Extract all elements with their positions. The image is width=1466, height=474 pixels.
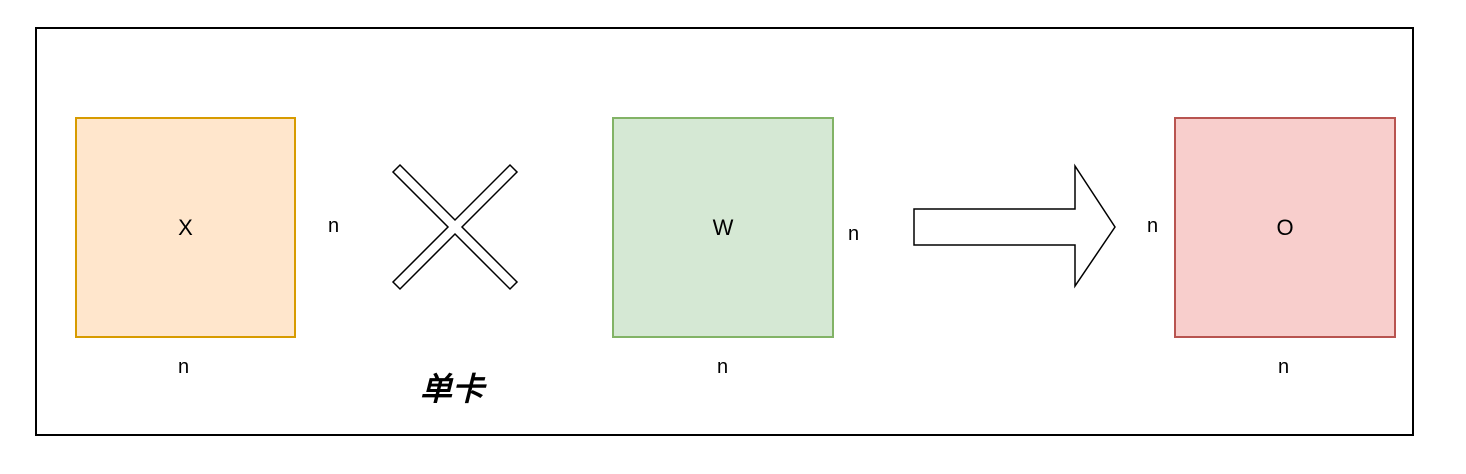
matrix-o: O (1174, 117, 1396, 338)
matrix-x-side-dim: n (328, 215, 340, 237)
matrix-o-side-dim: n (1147, 215, 1159, 237)
diagram-frame (35, 27, 1414, 436)
matrix-x: X (75, 117, 296, 338)
matrix-x-bottom-dim: n (178, 356, 190, 378)
matrix-w: W (612, 117, 834, 338)
multiply-cross-icon (391, 163, 519, 291)
matrix-o-bottom-dim: n (1278, 356, 1290, 378)
matrix-x-label: X (178, 214, 193, 240)
matrix-o-label: O (1276, 214, 1294, 240)
matrix-w-side-dim: n (848, 223, 860, 245)
caption-single-card: 单卡 (420, 370, 485, 408)
matrix-w-label: W (712, 214, 734, 240)
right-arrow-icon (913, 163, 1116, 289)
matrix-w-bottom-dim: n (717, 356, 729, 378)
